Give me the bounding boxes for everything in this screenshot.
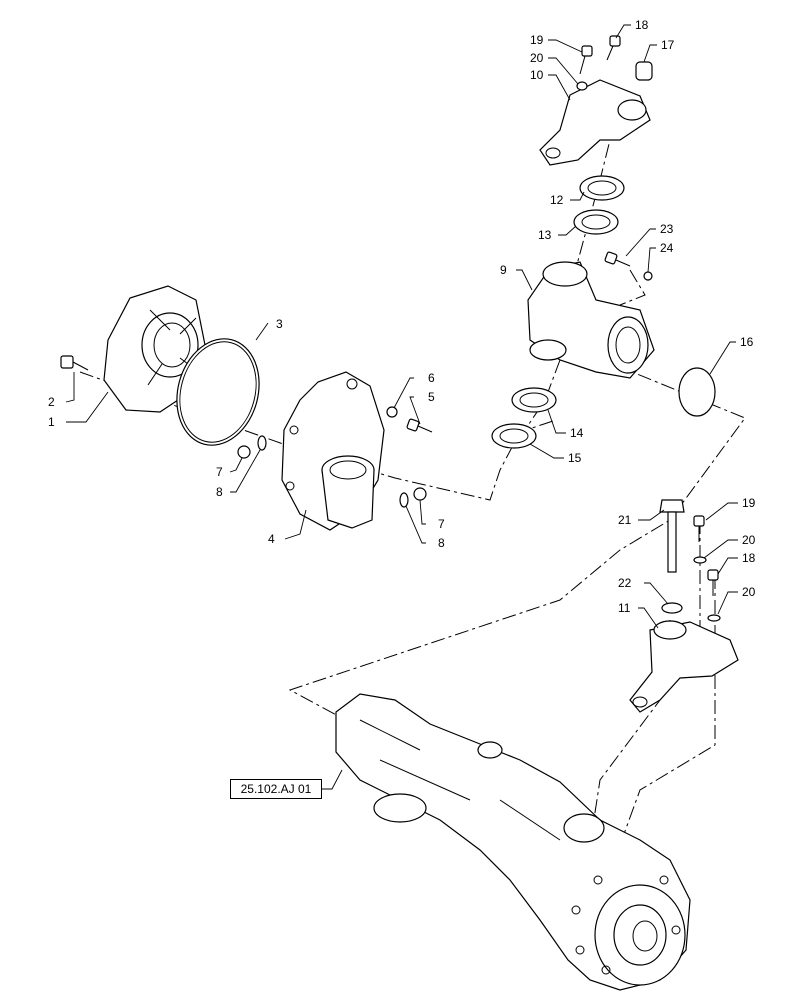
- callout-4: 4: [268, 532, 275, 546]
- steering-arm-upper: [539, 79, 651, 166]
- bolt-19a: [581, 45, 593, 57]
- bolt-2: [60, 355, 89, 371]
- leader-lines: [65, 24, 738, 790]
- callout-22: 22: [618, 576, 632, 590]
- callout-2: 2: [48, 395, 55, 409]
- washer-6: [386, 406, 398, 418]
- washer-8a: [257, 435, 267, 451]
- callout-14: 14: [570, 426, 584, 440]
- callout-8b: 8: [438, 536, 445, 550]
- o-ring-3: [176, 338, 260, 446]
- callout-9: 9: [500, 263, 507, 277]
- callout-23: 23: [660, 222, 674, 236]
- center-housing: [281, 371, 385, 531]
- callout-19a: 19: [530, 33, 544, 47]
- callout-3: 3: [276, 317, 283, 331]
- bolt-21: [659, 499, 685, 573]
- callout-17: 17: [661, 38, 675, 52]
- bolt-5: [406, 418, 433, 433]
- bolt-19b: [693, 515, 705, 527]
- callout-15: 15: [568, 451, 582, 465]
- plug-7a: [237, 445, 251, 459]
- reference-link-button[interactable]: 25.102.AJ 01: [230, 779, 322, 799]
- steering-arm-lower: [629, 620, 739, 713]
- bearing-13: [573, 209, 619, 235]
- washer-20a: [576, 81, 588, 91]
- washer-20b: [693, 556, 707, 564]
- callout-21: 21: [618, 513, 632, 527]
- plug-17: [635, 61, 653, 81]
- callout-18a: 18: [635, 18, 649, 32]
- o-ring-16: [678, 367, 716, 417]
- bolt-18b: [707, 569, 719, 581]
- bolt-23: [604, 251, 618, 265]
- callout-24: 24: [660, 241, 674, 255]
- washer-24: [643, 271, 653, 281]
- callout-6: 6: [428, 371, 435, 385]
- callout-5: 5: [428, 390, 435, 404]
- bolt-18a: [609, 35, 621, 47]
- callout-12: 12: [550, 193, 564, 207]
- callout-16: 16: [740, 335, 754, 349]
- washer-20c: [707, 614, 721, 622]
- callout-8a: 8: [216, 485, 223, 499]
- plug-7b: [413, 487, 427, 501]
- callout-20a: 20: [530, 51, 544, 65]
- washer-22: [661, 602, 683, 614]
- washer-8b: [399, 492, 409, 508]
- axle-housing: [335, 693, 691, 991]
- callout-10: 10: [530, 68, 544, 82]
- callout-11: 11: [618, 601, 631, 615]
- callout-7a: 7: [216, 465, 223, 479]
- callout-18b: 18: [742, 551, 756, 565]
- callout-19b: 19: [742, 496, 756, 510]
- bearing-14: [511, 387, 557, 413]
- callout-20b: 20: [742, 533, 756, 547]
- callout-labels: 1 2 3 4 6 5 7 8 7 8 9 10 11 12 13 14 15 …: [48, 18, 756, 615]
- steering-knuckle: [527, 261, 655, 379]
- callout-1: 1: [48, 415, 55, 429]
- seal-15: [491, 423, 537, 449]
- callout-20c: 20: [742, 585, 756, 599]
- callout-7b: 7: [438, 517, 445, 531]
- bearing-12: [579, 175, 625, 201]
- callout-13: 13: [538, 228, 552, 242]
